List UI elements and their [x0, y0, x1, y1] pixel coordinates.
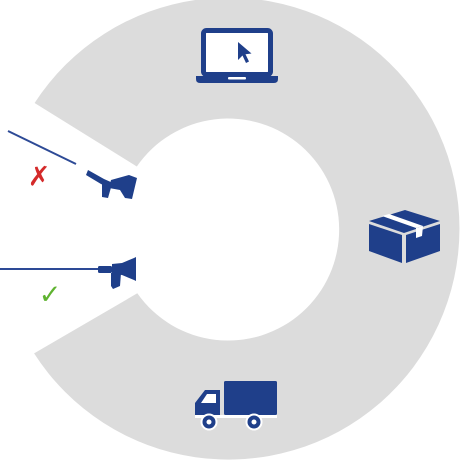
check-mark-icon: ✓ [39, 280, 62, 311]
correct-insertion: ✓ [0, 257, 136, 311]
cursor-icon [238, 42, 252, 63]
cross-mark-icon: ✗ [28, 162, 51, 193]
otoscope-straight-icon [98, 257, 136, 289]
angled-probe-line [7, 130, 77, 165]
incorrect-insertion: ✗ [7, 130, 137, 199]
box-icon [369, 210, 440, 263]
laptop-icon [196, 28, 278, 83]
cycle-ring [34, 0, 460, 460]
delivery-truck-icon [195, 381, 277, 431]
otoscope-angled-icon [86, 170, 137, 199]
